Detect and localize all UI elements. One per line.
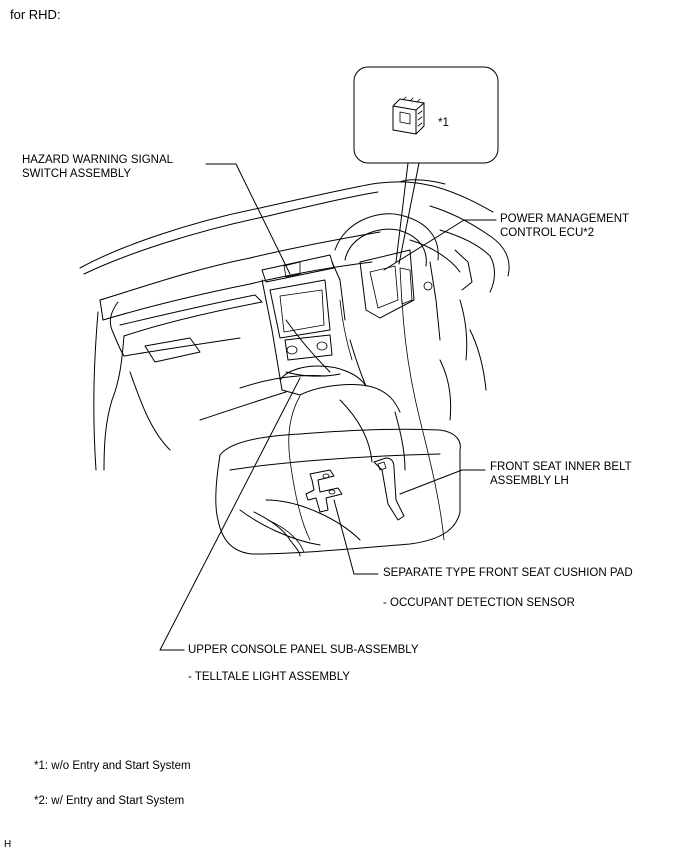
inset-pointer-left — [395, 162, 409, 263]
hazard-leader — [205, 163, 291, 275]
footnote-2: *2: w/ Entry and Start System — [34, 795, 185, 807]
belt-label-line2: ASSEMBLY LH — [490, 475, 569, 487]
console-leader — [159, 377, 301, 651]
hazard-label-line2: SWITCH ASSEMBLY — [22, 168, 132, 180]
cushion-leader — [333, 499, 379, 575]
dashboard-outline — [79, 179, 510, 557]
footnote-1: *1: w/o Entry and Start System — [34, 760, 191, 772]
pmc-leader — [383, 219, 497, 271]
variant-heading: for RHD: — [10, 7, 61, 22]
inset-box — [353, 66, 499, 164]
belt-label-line1: FRONT SEAT INNER BELT — [490, 461, 632, 473]
console-sublabel: - TELLTALE LIGHT ASSEMBLY — [188, 671, 350, 683]
inset-marker-label: *1 — [438, 117, 449, 129]
belt-leader — [399, 469, 486, 495]
pmc-label-line1: POWER MANAGEMENT — [500, 213, 630, 225]
cushion-sublabel: - OCCUPANT DETECTION SENSOR — [383, 597, 575, 609]
pmc-label-line2: CONTROL ECU*2 — [500, 227, 595, 239]
front-seat-drawing — [215, 428, 461, 557]
hazard-label-line1: HAZARD WARNING SIGNAL — [22, 154, 174, 166]
footer-mark: H — [4, 839, 12, 850]
cushion-label: SEPARATE TYPE FRONT SEAT CUSHION PAD — [383, 567, 633, 579]
console-label: UPPER CONSOLE PANEL SUB-ASSEMBLY — [188, 644, 419, 656]
ecu-inset-icon — [392, 96, 425, 135]
